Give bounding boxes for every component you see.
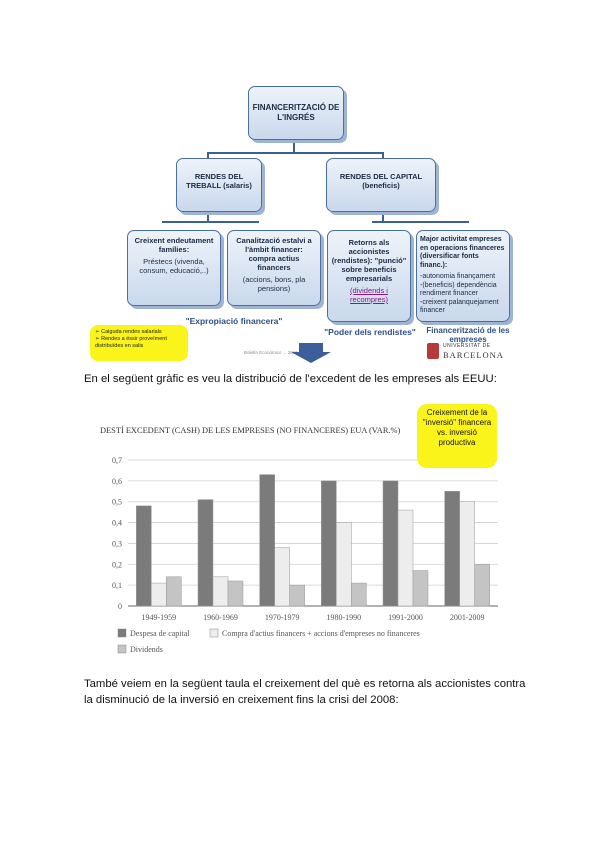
x-tick-label: 1980-1990 bbox=[326, 613, 361, 622]
bar-1991-2000-series-1 bbox=[397, 509, 414, 607]
bar-1980-1990-series-2 bbox=[351, 582, 367, 607]
connector bbox=[207, 152, 383, 154]
capital-node: RENDES DEL CAPITAL (beneficis) bbox=[326, 158, 436, 212]
bar-1970-1979-series-0 bbox=[259, 474, 275, 607]
yellow-note: ➢ Caiguda rendes salarials ➢ Rendes a és… bbox=[90, 325, 188, 361]
leaf4-title: Major activitat empreses en operacions f… bbox=[420, 236, 505, 269]
y-tick-label: 0,4 bbox=[112, 519, 122, 528]
connector bbox=[207, 212, 209, 222]
tick-layer: 0 0,1 0,2 0,3 0,4 0,5 0,6 0,7 1949-1959 1960-1969… bbox=[112, 456, 485, 622]
connector bbox=[372, 221, 469, 223]
label-poder: "Poder dels rendistes" bbox=[324, 327, 416, 337]
legend-layer: Despesa de capital Compra d'actius financ… bbox=[117, 628, 420, 654]
label-expropiacio: "Expropiació financera" bbox=[185, 316, 283, 326]
bar-1991-2000-series-2 bbox=[412, 570, 429, 607]
chart-callout-bubble: Creixement de la "inversió" financera vs… bbox=[417, 404, 497, 468]
legend-label: Despesa de capital bbox=[130, 629, 190, 638]
bar-2001-2009-series-1 bbox=[459, 501, 475, 607]
y-tick-label: 0,2 bbox=[112, 560, 122, 569]
bar-1949-1959-series-2 bbox=[166, 576, 182, 607]
x-tick-label: 1960-1969 bbox=[203, 613, 238, 622]
bar-1960-1969-series-1 bbox=[212, 576, 229, 607]
connector bbox=[162, 221, 259, 223]
note-line: distribuïdes en salis bbox=[95, 343, 144, 349]
x-tick-label: 1991-2000 bbox=[388, 613, 423, 622]
legend-label: Dividends bbox=[130, 645, 163, 654]
y-tick-label: 0,3 bbox=[112, 539, 122, 548]
bar-layer bbox=[136, 474, 490, 607]
bar-1980-1990-series-1 bbox=[336, 522, 352, 607]
leaf2-title: Canalització estalvi a l'àmbit financer:… bbox=[236, 236, 312, 272]
bar-2001-2009-series-2 bbox=[474, 564, 490, 607]
leaf-retorns: Retorns als accionistes (rendistes): "pu… bbox=[327, 230, 411, 322]
legend-label: Compra d'actius financers + accions d'em… bbox=[222, 629, 420, 638]
root-title: FINANCERITZACIÓ DE L'INGRÉS bbox=[252, 103, 340, 122]
logo-line1: UNIVERSITAT DE bbox=[443, 343, 491, 349]
connector bbox=[382, 152, 384, 158]
leaf-empreses: Major activitat empreses en operacions f… bbox=[416, 230, 510, 322]
leaf3-pink: (dividends i recompres) bbox=[350, 286, 388, 304]
connector bbox=[207, 152, 209, 158]
bar-1960-1969-series-2 bbox=[227, 580, 244, 607]
y-tick-label: 0,1 bbox=[112, 581, 122, 590]
bar-1949-1959-series-0 bbox=[136, 505, 152, 607]
connector bbox=[382, 212, 384, 222]
leaf4-line: -(beneficis) dependència rendiment finan… bbox=[420, 281, 497, 298]
leaf3-title: Retorns als accionistes (rendistes): "pu… bbox=[331, 238, 407, 283]
bar-1970-1979-series-2 bbox=[289, 584, 305, 607]
leaf-endeutament: Creixent endeutament famílies: Préstecs … bbox=[127, 230, 221, 306]
grid-layer bbox=[128, 459, 498, 607]
y-tick-label: 0,5 bbox=[112, 498, 122, 507]
x-tick-label: 1970-1979 bbox=[265, 613, 300, 622]
paragraph-table-intro-line1: També veiem en la següent taula el creix… bbox=[84, 678, 526, 690]
legend-swatch bbox=[209, 628, 219, 638]
source-text: Boletín Económico ... 2011 bbox=[244, 350, 298, 355]
university-crest-icon bbox=[427, 343, 439, 359]
capital-title: RENDES DEL CAPITAL (beneficis) bbox=[339, 172, 423, 190]
down-arrow-icon bbox=[291, 343, 331, 363]
bar-1949-1959-series-1 bbox=[151, 582, 167, 607]
leaf4-line: -autonomia finançament bbox=[420, 273, 496, 280]
leaf1-title: Creixent endeutament famílies: bbox=[134, 236, 214, 254]
y-tick-label: 0,7 bbox=[112, 456, 122, 465]
x-tick-label: 1949-1959 bbox=[141, 613, 176, 622]
surplus-bar-chart: DESTÍ EXCEDENT (CASH) DE LES EMPRESES (N… bbox=[84, 402, 514, 664]
bar-1980-1990-series-0 bbox=[321, 480, 337, 607]
root-node: FINANCERITZACIÓ DE L'INGRÉS bbox=[248, 86, 344, 140]
logo-line2: BARCELONA bbox=[443, 350, 504, 360]
connector bbox=[293, 140, 295, 153]
chart-title: DESTÍ EXCEDENT (CASH) DE LES EMPRESES (N… bbox=[100, 425, 400, 435]
bar-1991-2000-series-0 bbox=[382, 480, 399, 607]
leaf4-line: -creixent palanquejament financer bbox=[420, 298, 499, 315]
x-tick-label: 2001-2009 bbox=[450, 613, 485, 622]
salaris-title: RENDES DEL TREBALL (salaris) bbox=[186, 172, 252, 190]
y-tick-label: 0 bbox=[118, 602, 122, 611]
legend-swatch bbox=[117, 644, 127, 654]
paragraph-intro: En el següent gràfic es veu la distribuc… bbox=[84, 373, 497, 385]
bar-1960-1969-series-0 bbox=[197, 499, 214, 607]
paragraph-table-intro-line2: la disminució de la inversió en creixeme… bbox=[84, 694, 399, 706]
y-tick-label: 0,6 bbox=[112, 477, 122, 486]
leaf2-body: (accions, bons, pla pensions) bbox=[242, 275, 306, 293]
bar-1970-1979-series-1 bbox=[274, 547, 290, 607]
bar-2001-2009-series-0 bbox=[444, 491, 460, 607]
legend-swatch bbox=[117, 628, 127, 638]
salaris-node: RENDES DEL TREBALL (salaris) bbox=[176, 158, 262, 212]
chart-svg: DESTÍ EXCEDENT (CASH) DE LES EMPRESES (N… bbox=[100, 425, 498, 654]
leaf-estalvi: Canalització estalvi a l'àmbit financer:… bbox=[227, 230, 321, 306]
label-financeritzacio: Financerització de les empreses bbox=[426, 326, 510, 344]
financialization-diagram: FINANCERITZACIÓ DE L'INGRÉS RENDES DEL T… bbox=[84, 80, 514, 363]
note-line: ➢ Caiguda rendes salarials bbox=[95, 329, 162, 335]
note-line: ➢ Rendes a éssir proveïment bbox=[95, 336, 167, 342]
leaf1-body: Préstecs (vivenda, consum, educació,..) bbox=[139, 257, 209, 275]
